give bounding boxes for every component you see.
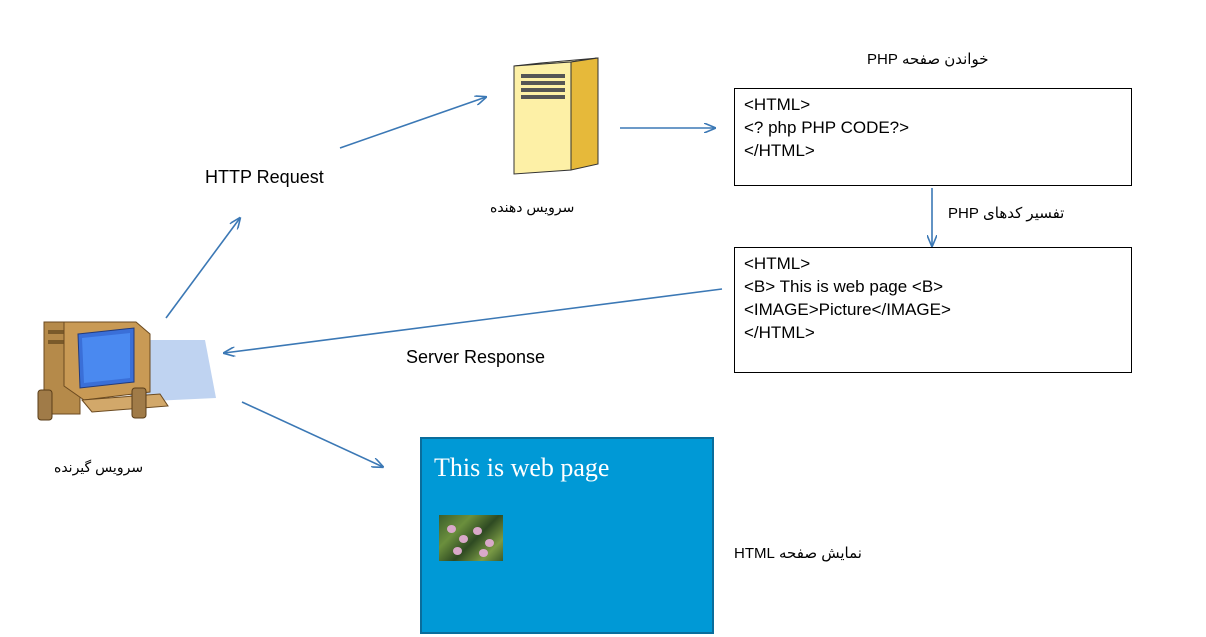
arrow-output-to-client — [224, 288, 723, 353]
arrow-request-to-server — [339, 97, 486, 149]
code-line: </HTML> — [744, 141, 815, 160]
php-source-box: <HTML> <? php PHP CODE?> </HTML> — [734, 88, 1132, 186]
code-line: <IMAGE>Picture</IMAGE> — [744, 300, 951, 319]
server-response-label: Server Response — [406, 347, 546, 367]
code-line: <? php PHP CODE?> — [744, 118, 910, 137]
rendered-page-title: This is web page — [434, 453, 610, 482]
client-caption: سرویس گیرنده — [54, 459, 144, 475]
server-caption: سرویس دهنده — [490, 199, 575, 215]
arrow-client-to-browser — [241, 401, 383, 467]
code-line: <HTML> — [744, 254, 811, 273]
html-output-box: <HTML> <B> This is web page <B> <IMAGE>P… — [734, 247, 1132, 373]
show-html-page-label: نمایش صفحه HTML — [734, 545, 862, 562]
interpret-php-code-label: تفسیر کدهای PHP — [948, 205, 1065, 222]
flower-picture-thumbnail — [439, 515, 503, 561]
arrow-client-to-request — [165, 218, 240, 319]
code-line: </HTML> — [744, 323, 815, 342]
http-request-label: HTTP Request — [205, 167, 324, 187]
code-line: <HTML> — [744, 95, 811, 114]
rendered-web-page: This is web page — [420, 437, 714, 634]
code-line: <B> This is web page <B> — [744, 277, 944, 296]
read-php-page-label: خواندن صفحه PHP — [867, 51, 989, 68]
